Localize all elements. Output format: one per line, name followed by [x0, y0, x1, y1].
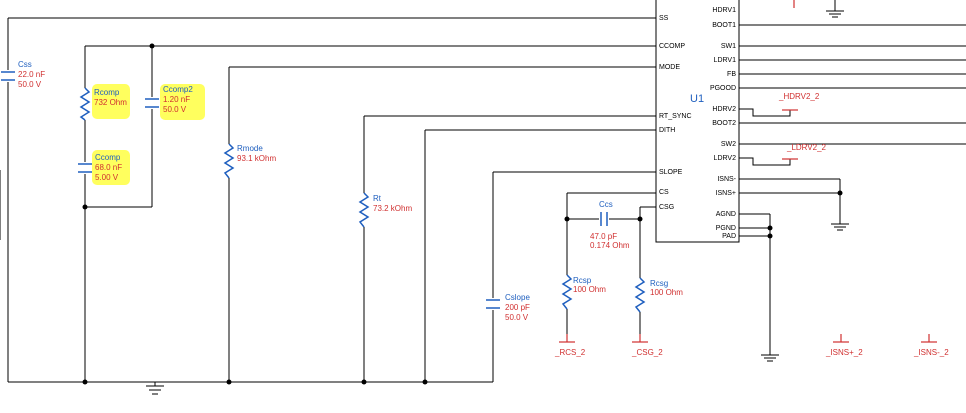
- resistor-rcomp[interactable]: Rcomp 732 Ohm: [79, 87, 127, 121]
- rmode-value: 93.1 kOhm: [237, 154, 276, 163]
- resistor-rmode[interactable]: Rmode 93.1 kOhm: [223, 143, 276, 179]
- net-port-isns-minus[interactable]: _ISNS-_2: [913, 334, 949, 357]
- pin-sw1: SW1: [721, 43, 736, 50]
- ccomp-name: Ccomp: [95, 153, 121, 162]
- rt-value: 73.2 kOhm: [373, 204, 412, 213]
- pin-ldrv1: LDRV1: [714, 57, 737, 64]
- css-voltage: 50.0 V: [18, 80, 42, 89]
- resistor-rcsg[interactable]: Rcsg 100 Ohm: [634, 277, 683, 313]
- ic-u1[interactable]: U1: [655, 0, 740, 243]
- pin-pgnd: PGND: [716, 225, 736, 232]
- ccomp2-voltage: 50.0 V: [163, 105, 187, 114]
- ic-left-pins: SS CCOMP MODE RT_SYNC DITH SLOPE CS CSG: [659, 15, 692, 211]
- ic-ref-label: U1: [690, 93, 704, 105]
- wires: [0, 17, 966, 383]
- capacitor-cslope[interactable]: Cslope 200 pF 50.0 V: [486, 293, 530, 322]
- cslope-name: Cslope: [505, 293, 530, 302]
- ground-symbol-pgnd: [761, 354, 779, 362]
- highlight-rcomp: [92, 84, 130, 119]
- highlight-ccomp: [92, 150, 130, 185]
- rcsg-value: 100 Ohm: [650, 288, 683, 297]
- cslope-value: 200 pF: [505, 303, 530, 312]
- rcs-net-label: _RCS_2: [554, 348, 586, 357]
- rcsg-name: Rcsg: [650, 279, 668, 288]
- rcomp-name: Rcomp: [94, 88, 120, 97]
- pin-hdrv2: HDRV2: [712, 106, 736, 113]
- ground-symbol-top: [826, 0, 844, 18]
- hdrv2-net-label: _HDRV2_2: [778, 92, 820, 101]
- css-value: 22.0 nF: [18, 70, 45, 79]
- rcsp-value: 100 Ohm: [573, 285, 606, 294]
- ldrv2-net-label: _LDRV2_2: [786, 143, 827, 152]
- junction-dots: [82, 43, 843, 385]
- pin-isns-plus: ISNS+: [716, 190, 736, 197]
- rt-name: Rt: [373, 194, 382, 203]
- pin-sw2: SW2: [721, 141, 736, 148]
- ccs-esr: 0.174 Ohm: [590, 241, 630, 250]
- rmode-name: Rmode: [237, 144, 263, 153]
- capacitor-ccomp[interactable]: Ccomp 68.0 nF 5.00 V: [78, 153, 122, 182]
- ccomp2-name: Ccomp2: [163, 85, 193, 94]
- net-port-rcs[interactable]: _RCS_2: [554, 334, 586, 357]
- pin-slope: SLOPE: [659, 169, 683, 176]
- net-port-csg[interactable]: _CSG_2: [631, 334, 663, 357]
- net-port-isns-plus[interactable]: _ISNS+_2: [825, 334, 863, 357]
- pin-ss: SS: [659, 15, 669, 22]
- pin-csg: CSG: [659, 204, 674, 211]
- cslope-voltage: 50.0 V: [505, 313, 529, 322]
- pin-pad: PAD: [722, 233, 736, 240]
- net-port-ldrv2[interactable]: _LDRV2_2: [782, 143, 827, 160]
- rcomp-value: 732 Ohm: [94, 98, 127, 107]
- resistor-rt[interactable]: Rt 73.2 kOhm: [358, 192, 412, 228]
- ic-body: [655, 0, 740, 243]
- pin-dith: DITH: [659, 127, 675, 134]
- capacitor-css[interactable]: Css 22.0 nF 50.0 V: [1, 60, 45, 89]
- ground-symbol-isns: [831, 223, 849, 231]
- pin-isns-minus: ISNS-: [717, 176, 736, 183]
- pin-pgood: PGOOD: [710, 85, 736, 92]
- ccs-value: 47.0 pF: [590, 232, 617, 241]
- pin-hdrv1: HDRV1: [712, 7, 736, 14]
- ic-right-pins: HDRV1 BOOT1 SW1 LDRV1 FB PGOOD HDRV2 BOO…: [710, 7, 737, 240]
- isns-minus-net-label: _ISNS-_2: [913, 348, 949, 357]
- rcsp-name: Rcsp: [573, 276, 592, 285]
- ccomp-value: 68.0 nF: [95, 163, 122, 172]
- pin-ccomp: CCOMP: [659, 43, 685, 50]
- ccomp2-value: 1.20 nF: [163, 95, 190, 104]
- ccomp-voltage: 5.00 V: [95, 173, 119, 182]
- highlight-ccomp2: [160, 84, 205, 120]
- resistor-rcsp[interactable]: Rcsp 100 Ohm: [561, 274, 606, 310]
- capacitor-ccomp2[interactable]: Ccomp2 1.20 nF 50.0 V: [145, 85, 193, 114]
- pin-boot1: BOOT1: [712, 22, 736, 29]
- pin-agnd: AGND: [716, 211, 736, 218]
- ground-symbol-left: [146, 382, 164, 395]
- csg-net-label: _CSG_2: [631, 348, 663, 357]
- net-port-hdrv2[interactable]: _HDRV2_2: [778, 92, 820, 111]
- pin-ldrv2: LDRV2: [714, 155, 737, 162]
- pin-cs: CS: [659, 189, 669, 196]
- isns-plus-net-label: _ISNS+_2: [825, 348, 863, 357]
- css-name: Css: [18, 60, 32, 69]
- pin-rt-sync: RT_SYNC: [659, 113, 692, 120]
- pin-fb: FB: [727, 71, 736, 78]
- capacitor-ccs[interactable]: Ccs 47.0 pF 0.174 Ohm: [590, 200, 630, 250]
- pin-mode: MODE: [659, 64, 680, 71]
- pin-boot2: BOOT2: [712, 120, 736, 127]
- ccs-name: Ccs: [599, 200, 613, 209]
